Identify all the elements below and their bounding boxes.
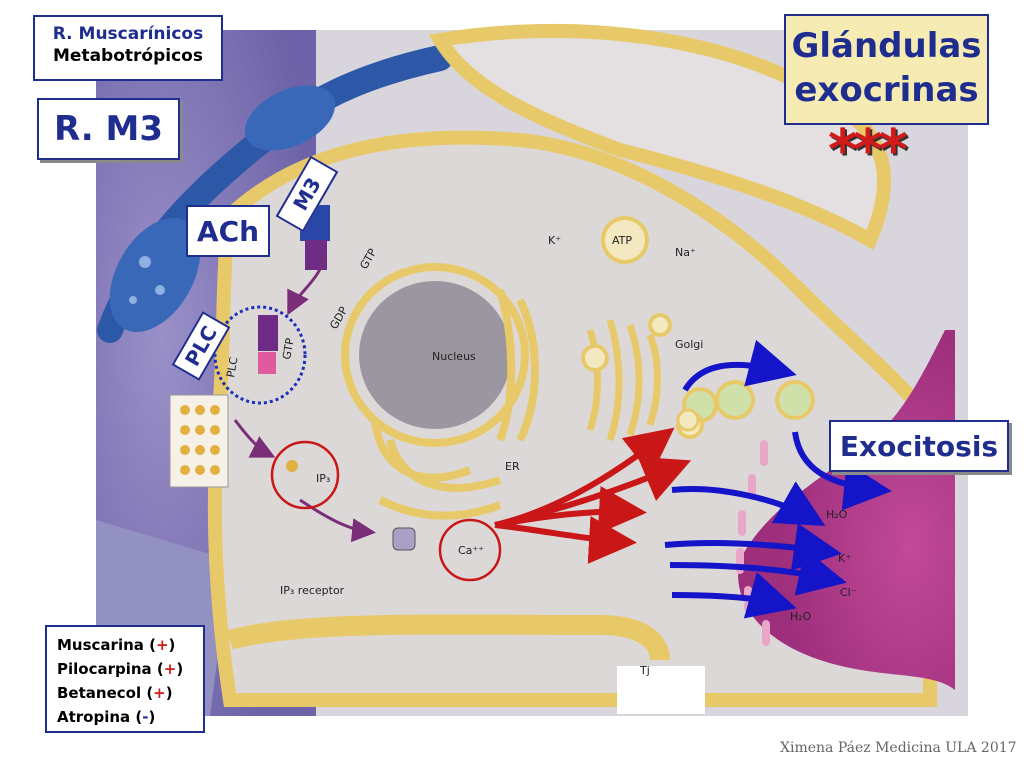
ip3-receptor-text: IP₃ receptor [280, 584, 345, 597]
nucleus-text: Nucleus [432, 350, 476, 363]
nucleus [359, 281, 511, 429]
blue-arrow-h2o-2 [671, 572, 797, 619]
footer-credit: Ximena Páez Medicina ULA 2017 [780, 740, 1017, 756]
drug-item: Betanecol (+) [57, 684, 173, 702]
subtype-title: R. M3 [53, 109, 164, 149]
receptor-type-box: R. Muscarínicos Metabotrópicos [33, 15, 223, 81]
h2o-2-text: H₂O [790, 610, 812, 623]
atp-pump [601, 216, 649, 264]
tissue-line2: exocrinas [794, 70, 979, 110]
blue-arrow-h2o [671, 481, 826, 526]
upper-neighbor-cell [428, 23, 891, 250]
exocitosis-label: Exocitosis [829, 420, 1009, 472]
ca-arrow-4 [494, 515, 637, 564]
subtype-box: R. M3 [37, 98, 180, 160]
tj-text: Tj [639, 664, 650, 677]
endoplasmic-reticulum [371, 288, 539, 520]
ip3-text: IP₃ [316, 472, 330, 485]
ca-arrow-3 [494, 485, 647, 534]
golgi-text: Golgi [675, 338, 703, 351]
drug-name: Pilocarpina [57, 660, 152, 678]
drug-item: Atropina (-) [57, 708, 156, 726]
er-text: ER [505, 460, 520, 473]
cl-out-text: Cl⁻ [840, 586, 857, 599]
blue-arrow-cl [669, 548, 847, 596]
atp-text: ATP [612, 234, 632, 247]
secretory-vesicles [581, 313, 815, 439]
receptor-type-line1: R. Muscarínicos [52, 24, 204, 44]
ip3-to-receptor-arrow [299, 498, 376, 543]
golgi-apparatus [586, 318, 661, 442]
drug-effect-agonist: + [153, 684, 166, 702]
lower-membrane [227, 614, 670, 661]
plc-highlight-circle [213, 305, 307, 405]
calcium-arrows [494, 427, 692, 564]
drug-list-box: Muscarina (+) Pilocarpina (+) Betanecol … [45, 625, 205, 733]
na-plus-text: Na⁺ [675, 246, 696, 259]
gtp-lower-text: GTP [280, 337, 297, 361]
g-protein-arrow [287, 254, 327, 316]
ip3-arrow [233, 419, 276, 458]
drug-effect-agonist: + [155, 636, 169, 654]
blue-arrow-exocytosis [792, 431, 892, 511]
drug-effect-agonist: + [163, 660, 177, 678]
plc-small-text: PLC [224, 356, 240, 379]
plc-enzyme [258, 352, 276, 374]
nerve-varicosity-2 [244, 85, 336, 151]
ip3-red-circle [270, 440, 340, 510]
ip3-receptor-shape [392, 527, 416, 551]
importance-stars: *** [828, 118, 908, 183]
h2o-1-text: H₂O [826, 508, 848, 521]
drug-name: Atropina [57, 708, 131, 726]
tissue-line1: Glándulas [791, 26, 982, 66]
receptor-type-line2: Metabotrópicos [53, 46, 203, 66]
secretion-arrows [664, 339, 892, 619]
drug-name: Muscarina [57, 636, 144, 654]
blue-arrow-vesicle [682, 339, 797, 392]
tissue-box: Glándulas exocrinas [784, 14, 989, 125]
ach-label: ACh [186, 205, 270, 257]
ach-text: ACh [196, 214, 260, 248]
ip3-molecule [286, 460, 298, 472]
drug-effect-antagonist: - [142, 708, 149, 726]
ca-red-circle [438, 518, 502, 582]
ca-text: Ca⁺⁺ [458, 544, 484, 557]
drug-item: Muscarina (+) [57, 636, 176, 654]
nucleus-envelope [341, 263, 529, 447]
tight-junction-patch [617, 666, 705, 714]
g-protein-active [258, 315, 278, 351]
exocitosis-text: Exocitosis [839, 429, 999, 463]
k-out-text: K⁺ [838, 552, 851, 565]
drug-item: Pilocarpina (+) [57, 660, 184, 678]
k-plus-text: K⁺ [548, 234, 561, 247]
drug-name: Betanecol [57, 684, 142, 702]
